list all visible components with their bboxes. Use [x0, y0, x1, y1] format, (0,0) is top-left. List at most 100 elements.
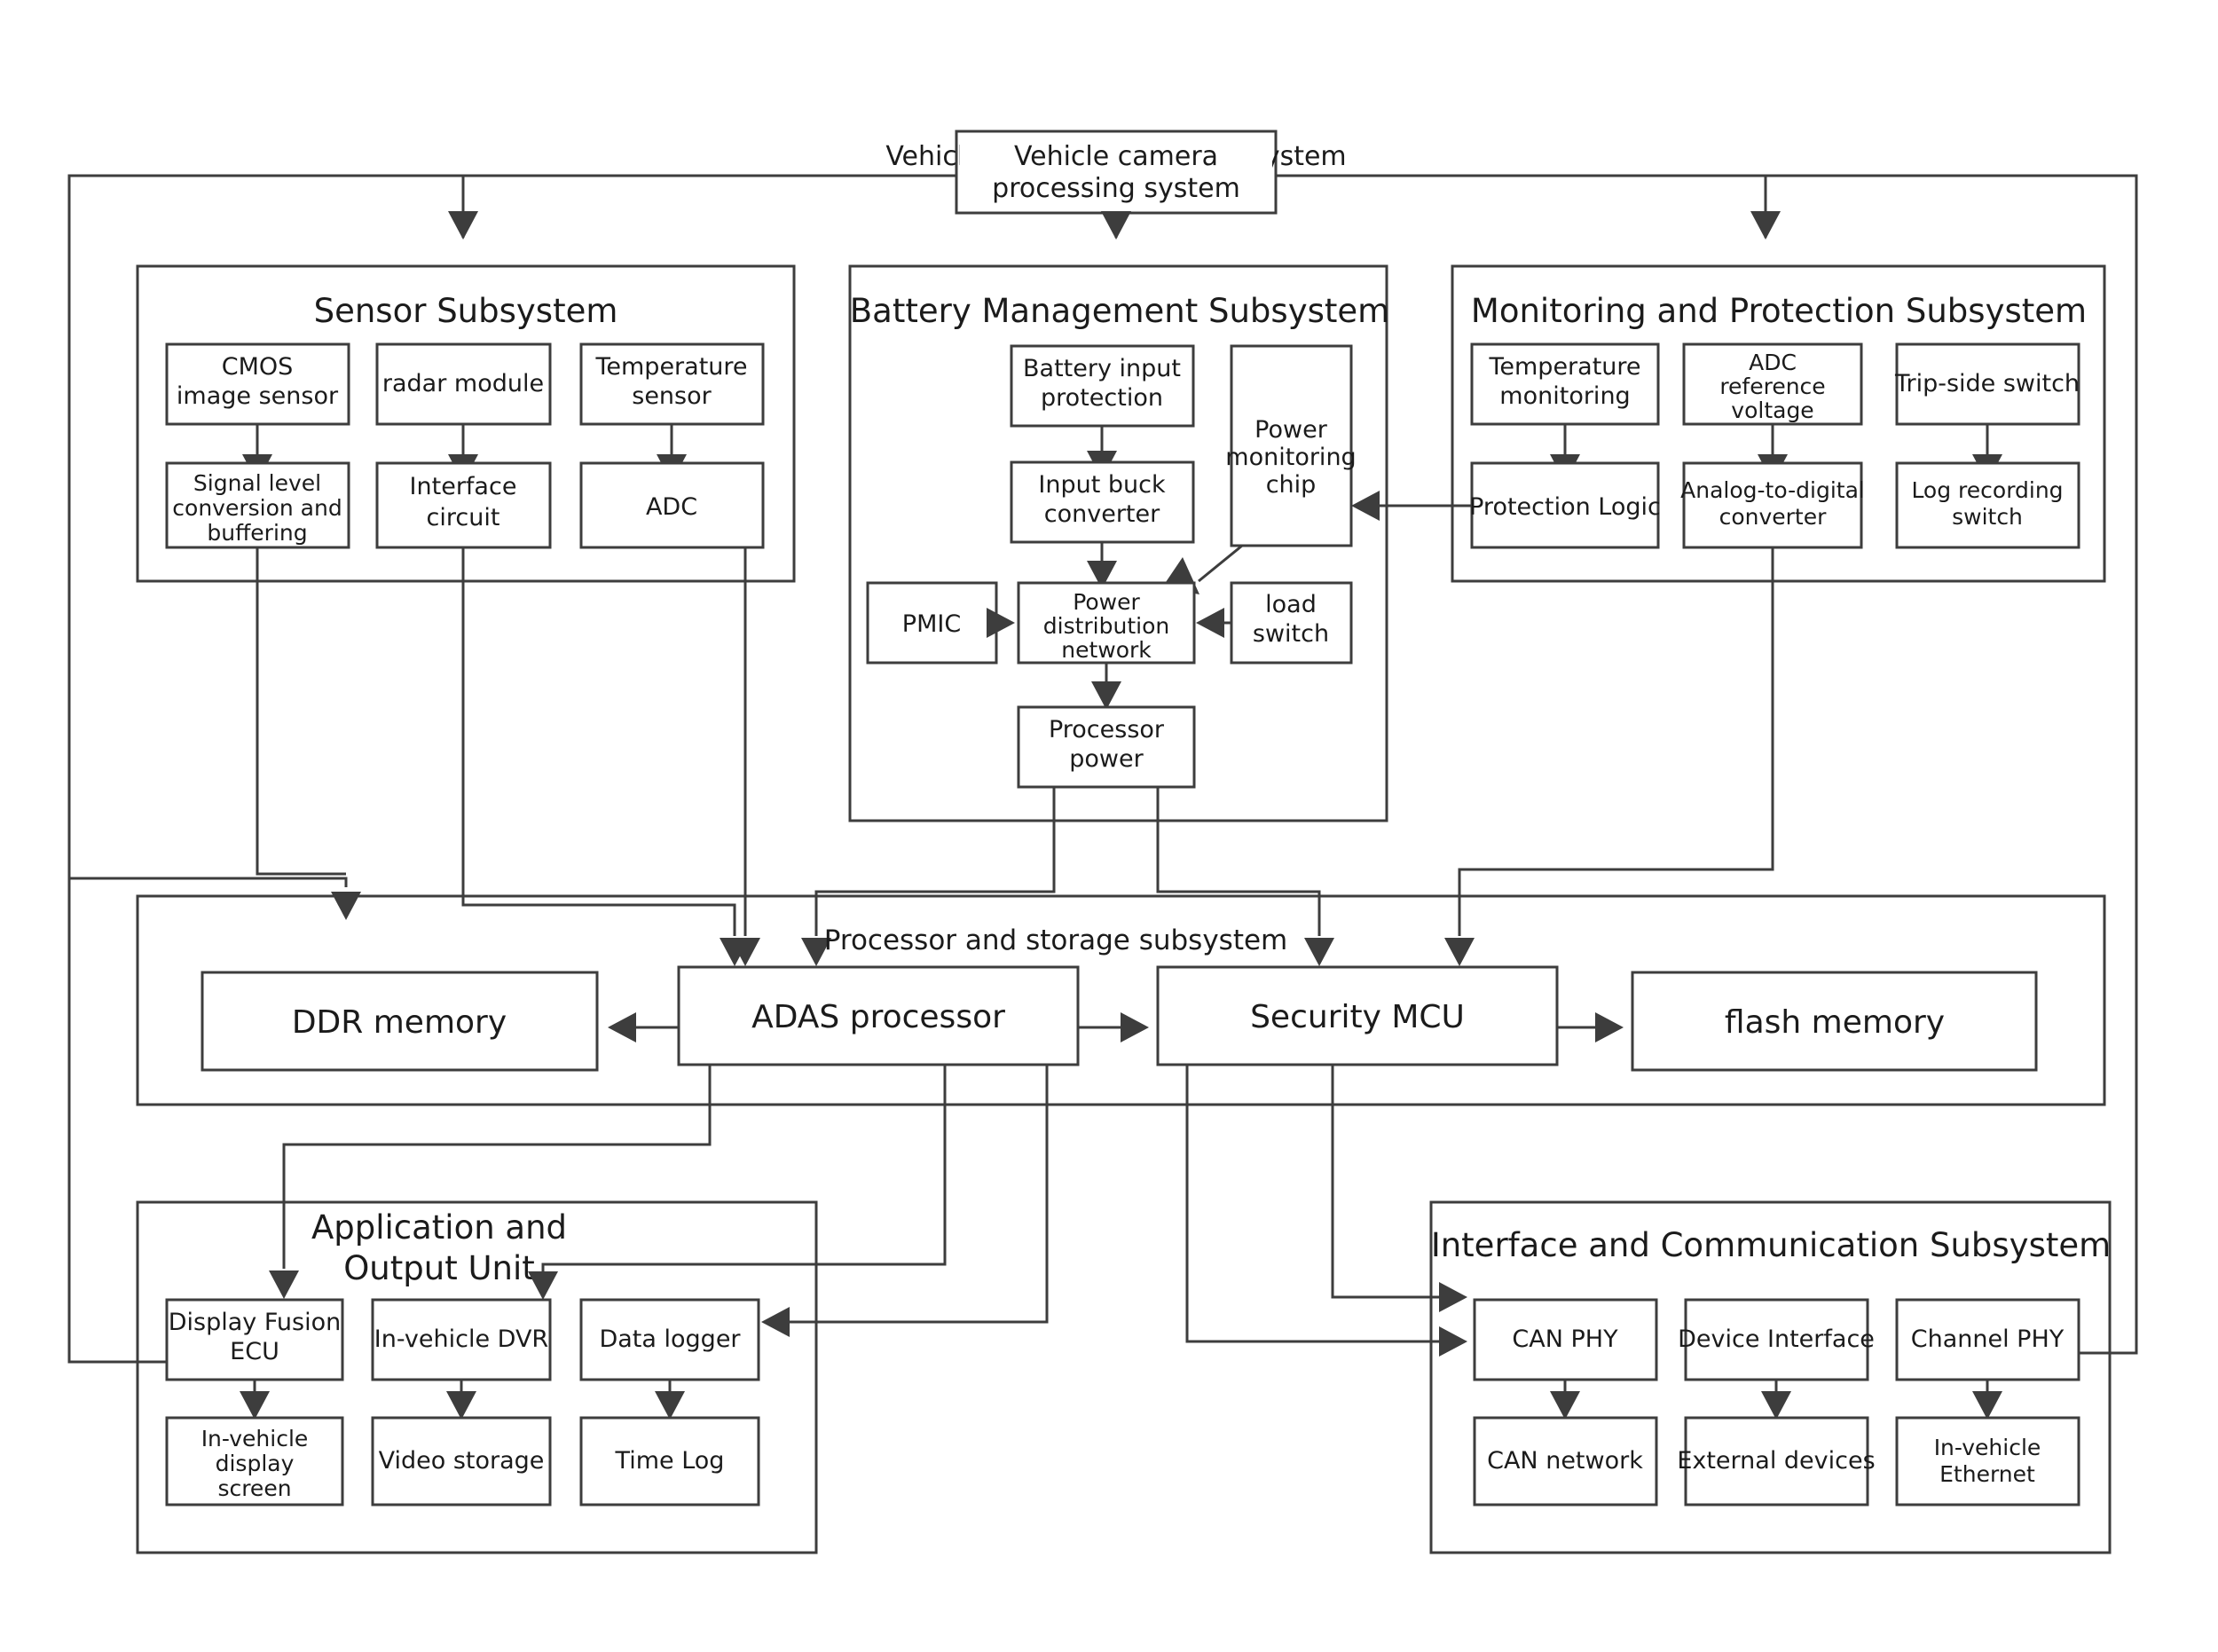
group-label-application-line1: Application and — [311, 1208, 567, 1247]
node-channel-phy[interactable]: Channel PHY — [1895, 1298, 2080, 1381]
edge-root-to-battery — [1101, 211, 1131, 240]
edge-batinput-to-buck — [1087, 426, 1117, 479]
edge-cmos-to-siglevel — [242, 424, 272, 483]
devif-label: Device Interface — [1678, 1326, 1875, 1353]
node-battery-input-protection[interactable]: Battery input protection — [1010, 344, 1195, 428]
node-ddr-memory[interactable]: DDR memory — [201, 971, 599, 1072]
extdev-label: External devices — [1677, 1447, 1875, 1475]
node-data-logger[interactable]: Data logger — [579, 1298, 760, 1381]
tripsw-label: Trip-side switch — [1894, 370, 2080, 397]
flash-label: flash memory — [1725, 1004, 1945, 1041]
node-power-monitoring-chip[interactable]: Power monitoring chip — [1225, 344, 1357, 547]
node-flash-memory[interactable]: flash memory — [1631, 971, 2038, 1072]
tempsensor-line1: Temperature — [594, 353, 747, 381]
dvr-label: In-vehicle DVR — [374, 1326, 548, 1353]
loadsw-line1: load — [1265, 591, 1317, 618]
datalogger-label: Data logger — [599, 1326, 741, 1353]
cmos-line1: CMOS — [222, 353, 294, 381]
pdn-line1: Power — [1073, 589, 1140, 615]
edge-devif-to-extdev — [1761, 1380, 1791, 1420]
group-sensor-subsystem: Sensor Subsystem — [136, 264, 796, 583]
edge-tempmon-to-protlogic — [1550, 424, 1580, 483]
node-device-interface[interactable]: Device Interface — [1678, 1298, 1875, 1381]
group-label-processor: Processor and storage subsystem — [824, 924, 1288, 956]
loadsw-line2: switch — [1253, 620, 1329, 648]
node-adc[interactable]: ADC — [579, 461, 765, 549]
group-label-interface: Interface and Communication Subsystem — [1431, 1226, 2111, 1264]
group-interface-communication-subsystem: Interface and Communication Subsystem — [1429, 1200, 2112, 1554]
adcref-line2: reference — [1719, 374, 1825, 399]
node-in-vehicle-dvr[interactable]: In-vehicle DVR — [371, 1298, 552, 1381]
buck-line2: converter — [1044, 500, 1160, 528]
node-processor-power[interactable]: Processor power — [1017, 705, 1196, 789]
radar-label: radar module — [382, 370, 544, 397]
timelog-label: Time Log — [615, 1447, 725, 1475]
logrec-line1: Log recording — [1911, 477, 2063, 503]
pdn-line3: network — [1061, 637, 1152, 663]
edge-loadswitch-to-pdn — [1196, 608, 1231, 638]
adc-label: ADC — [646, 493, 697, 521]
ivether-line1: In-vehicle — [1934, 1435, 2041, 1460]
node-input-buck-converter[interactable]: Input buck converter — [1010, 460, 1195, 544]
vidstore-label: Video storage — [379, 1447, 545, 1475]
node-pmic[interactable]: PMIC — [866, 581, 998, 665]
node-display-fusion-ecu[interactable]: Display Fusion ECU — [165, 1298, 344, 1381]
edge-tempsensor-to-adc — [657, 424, 687, 483]
node-load-switch[interactable]: load switch — [1230, 581, 1353, 665]
node-adc-reference-voltage[interactable]: ADC reference voltage — [1682, 342, 1863, 426]
node-interface-circuit[interactable]: Interface circuit — [375, 461, 552, 549]
node-video-storage[interactable]: Video storage — [371, 1416, 552, 1506]
edge-sensorbus-to-processor — [69, 877, 361, 920]
node-can-network[interactable]: CAN network — [1473, 1416, 1658, 1506]
node-in-vehicle-display-screen[interactable]: In-vehicle display screen — [165, 1416, 344, 1506]
node-temperature-sensor[interactable]: Temperature sensor — [579, 342, 765, 426]
node-external-devices[interactable]: External devices — [1677, 1416, 1876, 1506]
edge-mcu-to-data-logger — [761, 1065, 1049, 1337]
edge-buck-to-pdn — [1087, 542, 1117, 589]
tempmon-line1: Temperature — [1488, 353, 1640, 381]
edge-datalogger-to-timelog — [655, 1380, 685, 1420]
siglevel-line1: Signal level — [193, 470, 321, 496]
node-in-vehicle-ethernet[interactable]: In-vehicle Ethernet — [1895, 1416, 2080, 1506]
edge-adc-to-adas — [730, 547, 760, 966]
edge-procpower-to-adas — [801, 787, 1056, 966]
node-protection-logic[interactable]: Protection Logic — [1469, 461, 1661, 549]
node-adas-processor[interactable]: ADAS processor — [677, 965, 1080, 1066]
group-application-output-unit: Application and Output Unit — [136, 1200, 818, 1554]
procpower-line1: Processor — [1049, 716, 1165, 743]
node-analog-to-digital-converter[interactable]: Analog-to-digital converter — [1680, 461, 1865, 549]
edge-chphy-to-ivether — [1972, 1380, 2002, 1420]
edge-canphy-to-cannet — [1550, 1380, 1580, 1420]
ddr-label: DDR memory — [292, 1004, 507, 1041]
protlogic-label: Protection Logic — [1469, 493, 1661, 521]
procpower-line2: power — [1069, 745, 1144, 773]
batinput-line1: Battery input — [1023, 355, 1181, 382]
canphy-label: CAN PHY — [1512, 1326, 1618, 1353]
node-trip-side-switch[interactable]: Trip-side switch — [1894, 342, 2080, 426]
pdn-line2: distribution — [1043, 613, 1169, 639]
edge-siglevel-to-application — [256, 547, 346, 876]
node-radar-module[interactable]: radar module — [375, 342, 552, 426]
group-label-application-line2: Output Unit — [343, 1249, 535, 1287]
edge-protection-logic-to-powermon — [1351, 491, 1472, 521]
edge-a2d-to-mcu — [1444, 547, 1774, 966]
pmic-label: PMIC — [902, 610, 961, 638]
edge-adas-to-in-vehicle-dvr — [528, 1065, 947, 1300]
node-log-recording-switch[interactable]: Log recording switch — [1895, 461, 2080, 549]
adcref-line3: voltage — [1731, 397, 1813, 423]
node-temperature-monitoring[interactable]: Temperature monitoring — [1470, 342, 1660, 426]
logrec-line2: switch — [1952, 504, 2023, 530]
node-cmos-image-sensor[interactable]: CMOS image sensor — [165, 342, 350, 426]
node-can-phy[interactable]: CAN PHY — [1473, 1298, 1658, 1381]
tempmon-line2: monitoring — [1499, 382, 1630, 410]
cmos-line2: image sensor — [177, 382, 339, 410]
edge-pmic-to-pdn — [987, 608, 1015, 638]
node-power-distribution-network[interactable]: Power distribution network — [1017, 581, 1196, 665]
node-security-mcu[interactable]: Security MCU — [1156, 965, 1559, 1066]
node-signal-level-conversion[interactable]: Signal level conversion and buffering — [165, 461, 350, 549]
edge-mcu-to-can-phy-lower — [1185, 1065, 1467, 1357]
node-time-log[interactable]: Time Log — [579, 1416, 760, 1506]
group-processor-storage-subsystem: Processor and storage subsystem — [136, 894, 2106, 1106]
